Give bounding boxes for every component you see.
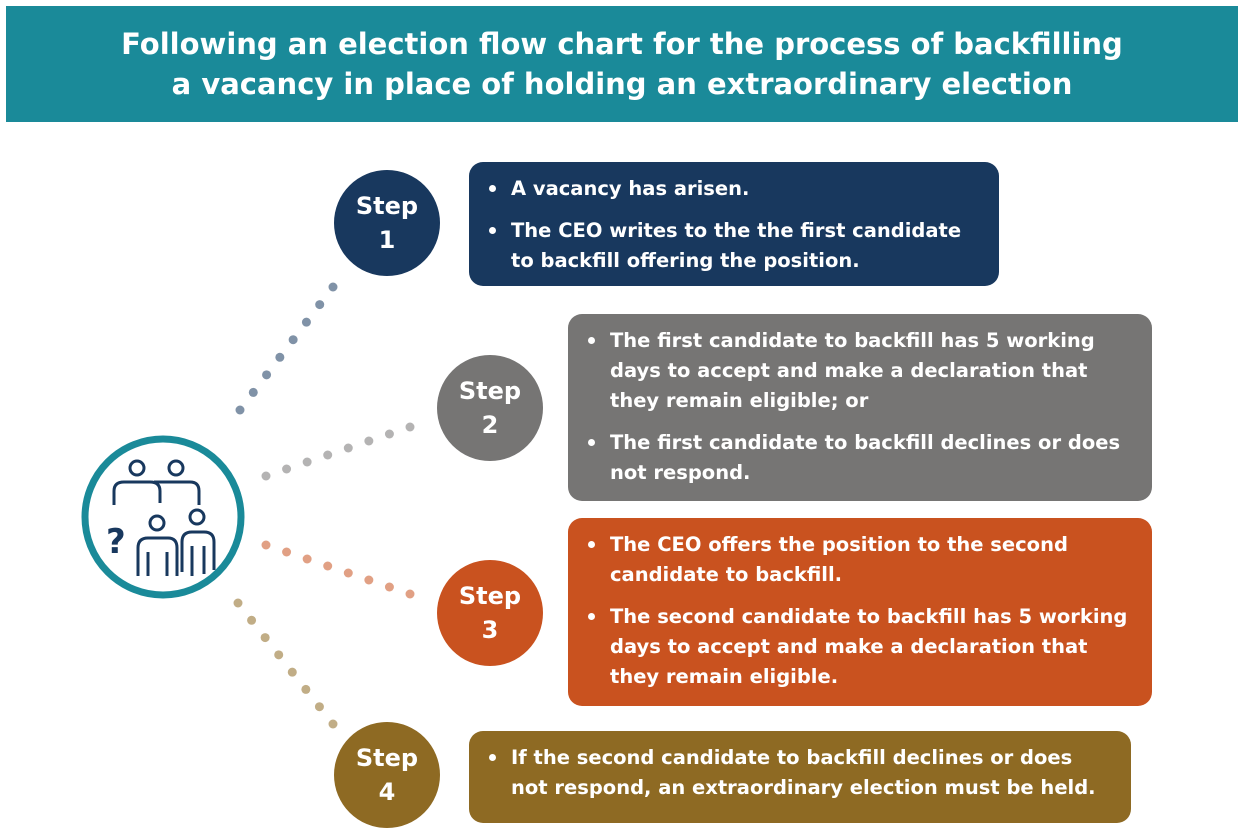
step-1-bullet-2: The CEO writes to the the first candidat…: [483, 216, 977, 276]
connector-dot-step-3: [302, 554, 312, 564]
connector-dot-step-4: [287, 667, 297, 677]
step-3-bullet-2: The second candidate to backfill has 5 w…: [582, 602, 1130, 692]
connector-dot-step-3: [364, 575, 374, 585]
title-line-1: Following an election flow chart for the…: [121, 27, 1123, 61]
person-head: [167, 459, 185, 477]
step-1-bullet-1: A vacancy has arisen.: [483, 174, 977, 204]
step-3-bullet-1: The CEO offers the position to the secon…: [582, 530, 1130, 590]
step-4-number: 4: [378, 778, 396, 806]
connector-dot-step-1: [275, 352, 285, 362]
connector-dot-step-4: [233, 598, 243, 608]
step-2-badge: Step 2: [437, 355, 543, 461]
person-head: [148, 514, 166, 532]
title-banner: Following an election flow chart for the…: [6, 6, 1238, 122]
connector-dot-step-1: [315, 300, 325, 310]
step-4-badge: Step 4: [334, 722, 440, 828]
step-2-bullet-1: The first candidate to backfill has 5 wo…: [582, 326, 1130, 416]
connector-dot-step-4: [314, 702, 324, 712]
connector-dot-step-3: [261, 540, 271, 550]
step-4-word: Step: [355, 744, 419, 772]
connector-dot-step-3: [405, 589, 415, 599]
connector-dot-step-1: [301, 317, 311, 327]
connector-dot-step-1: [288, 335, 298, 345]
dotted-connectors: [233, 282, 415, 729]
step-2-box: The first candidate to backfill has 5 wo…: [568, 314, 1152, 501]
person-head: [188, 508, 206, 526]
connector-dot-step-3: [282, 547, 292, 557]
connector-dot-step-2: [261, 471, 271, 481]
connector-dot-step-1: [328, 282, 338, 292]
step-2-bullet-2: The first candidate to backfill declines…: [582, 428, 1130, 488]
connector-dot-step-2: [384, 429, 394, 439]
connector-dot-step-4: [274, 650, 284, 660]
person-body: [136, 536, 179, 576]
step-3-badge: Step 3: [437, 560, 543, 666]
connector-dot-step-2: [343, 443, 353, 453]
step-2-word: Step: [458, 377, 522, 405]
step-4-bullet-1: If the second candidate to backfill decl…: [483, 743, 1109, 803]
connector-dot-step-3: [384, 582, 394, 592]
person-body: [154, 480, 201, 505]
connector-dot-step-4: [328, 719, 338, 729]
connector-dot-step-2: [323, 450, 333, 460]
connector-dot-step-4: [301, 684, 311, 694]
connector-dot-step-2: [364, 436, 374, 446]
step-1-number: 1: [378, 226, 396, 254]
person-head: [128, 459, 146, 477]
person-body: [180, 530, 216, 576]
step-1-word: Step: [355, 192, 419, 220]
connector-dot-step-1: [235, 405, 245, 415]
step-3-box: The CEO offers the position to the secon…: [568, 518, 1152, 706]
group-question-icon: ?: [81, 435, 245, 599]
connector-dot-step-4: [247, 615, 257, 625]
connector-dot-step-2: [405, 422, 415, 432]
connector-dot-step-1: [248, 387, 258, 397]
title-line-2: a vacancy in place of holding an extraor…: [171, 67, 1073, 101]
connector-dot-step-1: [262, 370, 272, 380]
connector-dot-step-2: [282, 464, 292, 474]
step-3-number: 3: [481, 616, 499, 644]
person-body: [112, 480, 162, 505]
connector-dot-step-3: [323, 561, 333, 571]
step-1-badge: Step 1: [334, 170, 440, 276]
connector-dot-step-3: [343, 568, 353, 578]
question-mark-icon: ?: [106, 522, 126, 562]
step-2-number: 2: [481, 411, 499, 439]
step-4-box: If the second candidate to backfill decl…: [469, 731, 1131, 823]
step-3-word: Step: [458, 582, 522, 610]
connector-dot-step-2: [302, 457, 312, 467]
connector-dot-step-4: [260, 633, 270, 643]
step-1-box: A vacancy has arisen. The CEO writes to …: [469, 162, 999, 286]
